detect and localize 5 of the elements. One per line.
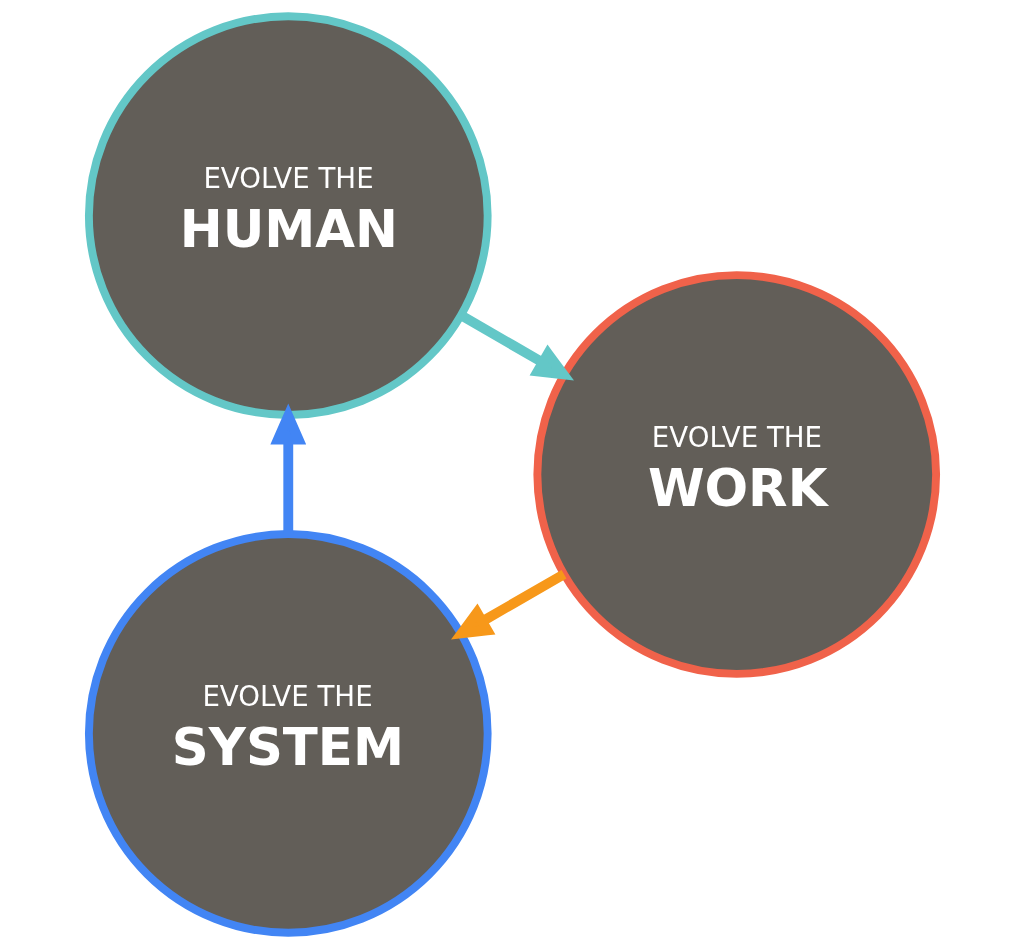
arrow [450, 569, 566, 640]
node-circle: EVOLVE THE WORK [532, 271, 940, 678]
arrow [269, 403, 306, 534]
node-circle: EVOLVE THE HUMAN [84, 12, 492, 419]
node-circle: EVOLVE THE SYSTEM [84, 530, 492, 937]
